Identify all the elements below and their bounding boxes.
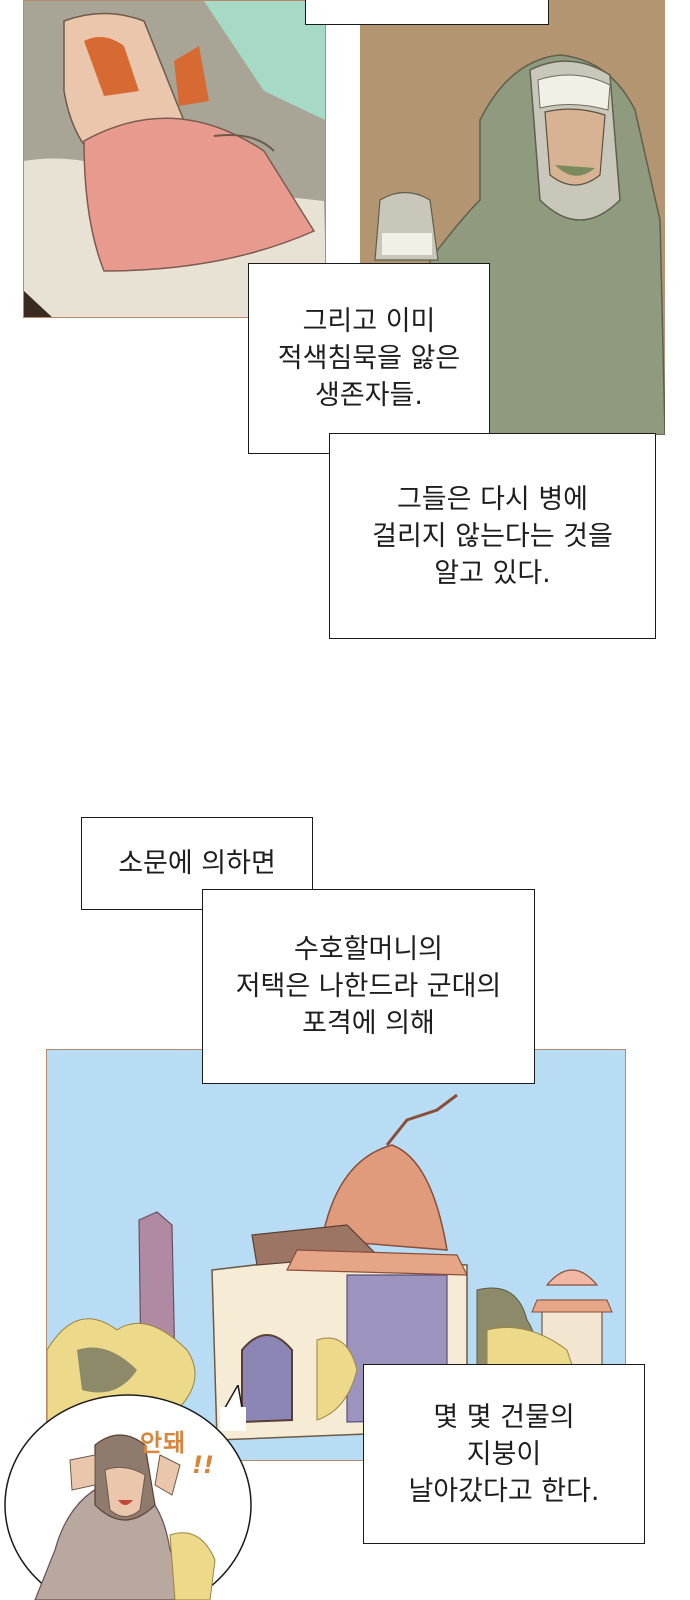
caption-roofs: 몇 몇 건물의 지붕이 날아갔다고 한다.	[363, 1364, 645, 1544]
panel-ruined-mansion	[46, 1049, 626, 1461]
caption-line: 몇 몇 건물의	[433, 1401, 575, 1433]
shout-marks: !!	[192, 1451, 214, 1479]
caption-line: 적색침묵을 앓은	[277, 343, 461, 374]
caption-immune: 그들은 다시 병에 걸리지 않는다는 것을 알고 있다.	[329, 433, 656, 639]
shout-text: 안돼	[140, 1429, 187, 1457]
caption-line: 날아갔다고 한다.	[408, 1475, 600, 1507]
caption-mansion: 수호할머니의 저택은 나한드라 군대의 포격에 의해	[202, 889, 535, 1084]
caption-line: 알고 있다.	[434, 557, 551, 589]
caption-rumor: 소문에 의하면	[81, 817, 313, 910]
caption-line: 지붕이	[466, 1438, 542, 1470]
speech-bubble-crying: 안돼 !!	[0, 1385, 260, 1600]
panel-sick-person	[23, 0, 326, 318]
caption-line: 저택은 나한드라 군대의	[235, 971, 502, 1002]
caption-line: 그리고 이미	[302, 306, 436, 337]
caption-line: 생존자들.	[315, 380, 423, 411]
ruined-mansion-illustration	[47, 1050, 625, 1460]
caption-line: 그들은 다시 병에	[396, 483, 589, 515]
crying-figure-illustration	[4, 1385, 252, 1600]
caption-line: 걸리지 않는다는 것을	[372, 520, 613, 552]
sick-person-illustration	[24, 1, 325, 317]
caption-line: 소문에 의하면	[118, 848, 276, 879]
caption-box-top-fragment	[305, 0, 549, 25]
caption-line: 수호할머니의	[293, 934, 444, 965]
caption-survivors: 그리고 이미 적색침묵을 앓은 생존자들.	[248, 263, 490, 454]
caption-line: 포격에 의해	[302, 1008, 435, 1039]
